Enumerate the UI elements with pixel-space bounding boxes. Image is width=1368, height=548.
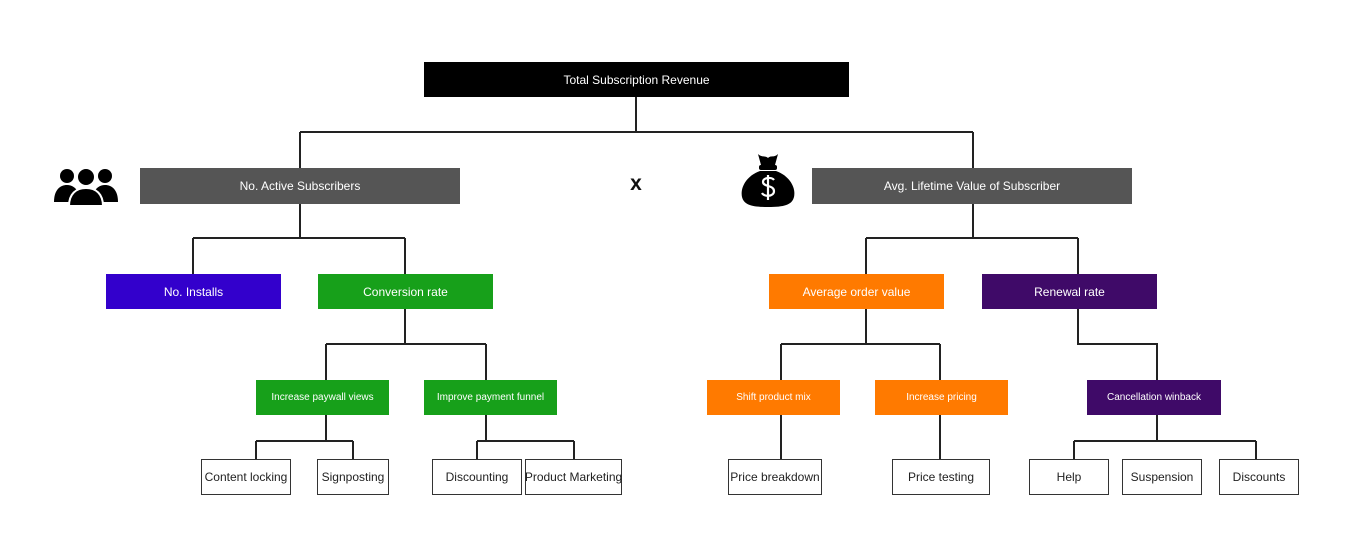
node-installs-label: No. Installs xyxy=(163,284,224,299)
node-lifetime-value-label: Avg. Lifetime Value of Subscriber xyxy=(883,179,1061,193)
leaf-label: Price testing xyxy=(907,470,975,484)
people-group-icon xyxy=(54,167,118,207)
leaf-discounts: Discounts xyxy=(1219,459,1299,495)
node-cancellation-winback-label: Cancellation winback xyxy=(1107,392,1201,403)
node-increase-pricing: Increase pricing xyxy=(875,380,1008,415)
leaf-label: Price breakdown xyxy=(730,470,820,484)
multiply-operator: x xyxy=(630,172,642,195)
node-active-subscribers-label: No. Active Subscribers xyxy=(239,179,361,193)
leaf-label: Product Marketing xyxy=(524,470,623,484)
leaf-label: Discounts xyxy=(1232,470,1286,484)
node-conversion-rate: Conversion rate xyxy=(318,274,493,309)
leaf-label: Discounting xyxy=(445,470,509,484)
node-shift-product-mix: Shift product mix xyxy=(707,380,840,415)
node-renewal-rate-label: Renewal rate xyxy=(1034,284,1105,299)
leaf-content-locking: Content locking xyxy=(201,459,291,495)
node-renewal-rate: Renewal rate xyxy=(982,274,1157,309)
leaf-help: Help xyxy=(1029,459,1109,495)
leaf-label: Suspension xyxy=(1130,470,1194,484)
leaf-price-testing: Price testing xyxy=(892,459,990,495)
node-shift-product-mix-label: Shift product mix xyxy=(736,392,811,403)
node-lifetime-value: Avg. Lifetime Value of Subscriber xyxy=(812,168,1132,204)
node-installs: No. Installs xyxy=(106,274,281,309)
node-increase-pricing-label: Increase pricing xyxy=(906,392,977,403)
leaf-label: Help xyxy=(1056,470,1082,484)
node-active-subscribers: No. Active Subscribers xyxy=(140,168,460,204)
money-bag-icon xyxy=(741,154,795,207)
node-increase-paywall-views-label: Increase paywall views xyxy=(271,392,374,403)
root-node-total-subscription-revenue: Total Subscription Revenue xyxy=(424,62,849,97)
leaf-price-breakdown: Price breakdown xyxy=(728,459,822,495)
leaf-label: Signposting xyxy=(321,470,385,484)
leaf-signposting: Signposting xyxy=(317,459,389,495)
leaf-suspension: Suspension xyxy=(1122,459,1202,495)
leaf-discounting: Discounting xyxy=(432,459,522,495)
leaf-product-marketing: Product Marketing xyxy=(525,459,622,495)
node-average-order-value-label: Average order value xyxy=(802,284,911,299)
node-average-order-value: Average order value xyxy=(769,274,944,309)
node-increase-paywall-views: Increase paywall views xyxy=(256,380,389,415)
leaf-label: Content locking xyxy=(204,470,288,484)
root-node-label: Total Subscription Revenue xyxy=(563,72,710,87)
node-improve-payment-funnel-label: Improve payment funnel xyxy=(436,392,545,403)
node-improve-payment-funnel: Improve payment funnel xyxy=(424,380,557,415)
node-cancellation-winback: Cancellation winback xyxy=(1087,380,1221,415)
node-conversion-rate-label: Conversion rate xyxy=(363,284,448,299)
